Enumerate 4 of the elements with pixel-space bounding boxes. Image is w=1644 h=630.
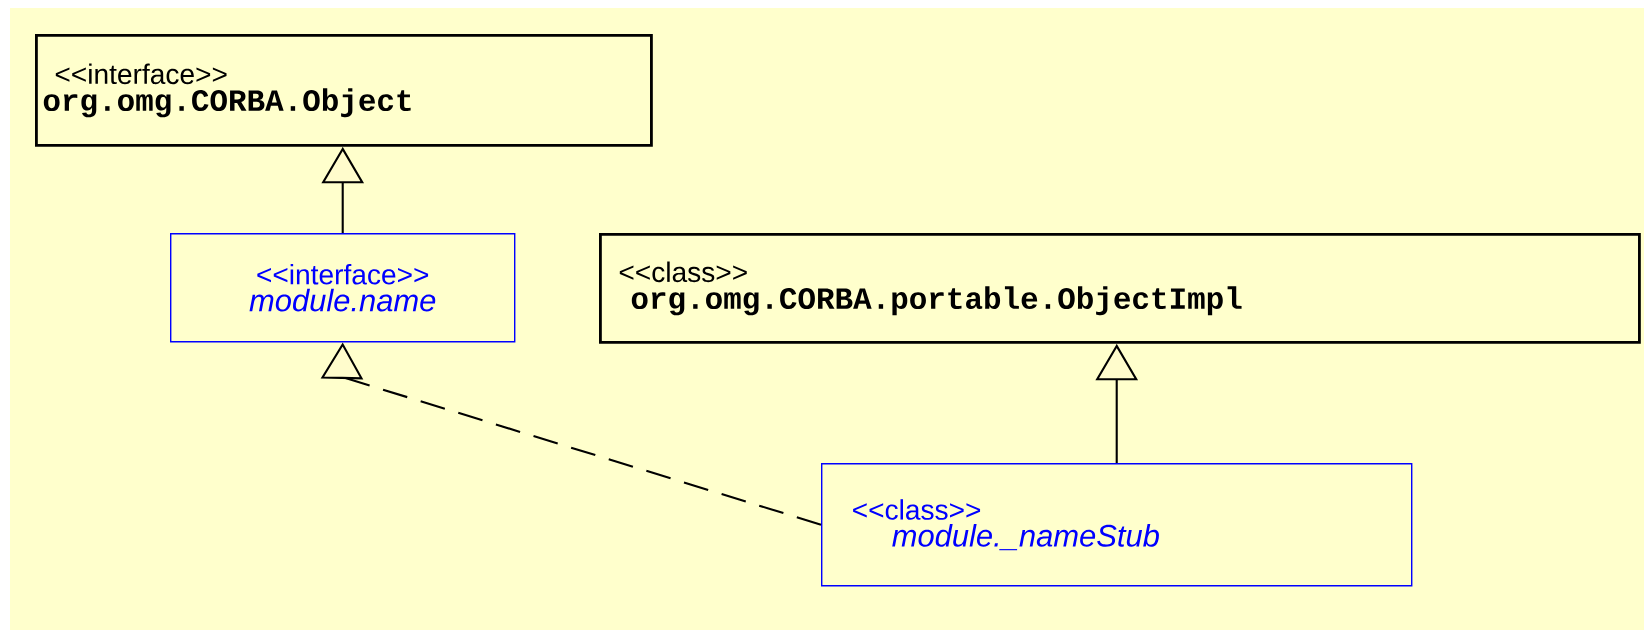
class-box: <<class>> module._nameStub <box>821 463 1413 587</box>
class-box: <<interface>> module.name <box>170 233 516 343</box>
class-box: <<interface>> org.omg.CORBA.Object <box>35 34 653 147</box>
class-box: <<class>> org.omg.CORBA.portable.ObjectImpl <box>599 233 1641 344</box>
